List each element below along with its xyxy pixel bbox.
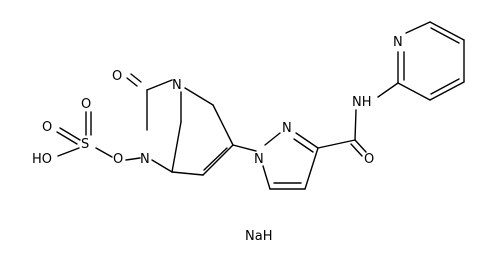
bond-c7-o-double-b xyxy=(130,73,142,83)
bond-c4-c3-pyr-double xyxy=(430,78,460,95)
bond-s-o-left-a xyxy=(59,127,81,141)
bond-c3pz-c4pz xyxy=(304,147,319,190)
atom-o-carbonyl: O xyxy=(112,69,122,84)
bond-c3-n1pz xyxy=(232,144,257,152)
atom-n-bridge: N xyxy=(172,78,182,93)
atom-n-pyrazole-1: N xyxy=(254,152,264,167)
amide-group xyxy=(317,82,399,157)
sulfate-group xyxy=(56,111,141,161)
atom-s-sulfate: S xyxy=(81,137,89,152)
atom-ho-sulfate: HO xyxy=(32,152,52,167)
bond-s-o-left-b xyxy=(56,131,78,145)
atom-o-link: O xyxy=(113,152,123,167)
bicyclic-core xyxy=(126,73,234,176)
bond-c3-c2-pyr xyxy=(397,82,431,101)
bond-camide-nh xyxy=(354,109,357,141)
bond-c5pz-n1pz xyxy=(262,165,271,190)
bond-n6-o xyxy=(125,157,141,161)
atom-n-pyrazole-2: N xyxy=(282,121,292,136)
atom-o-sulfate-top: O xyxy=(81,97,91,112)
atom-labels: O N N O S O O HO N N O NH N NaH xyxy=(32,35,403,244)
bond-nh-cpyr xyxy=(377,82,399,98)
bond-c3pz-camide xyxy=(317,139,356,149)
bond-c4-c3-pyr xyxy=(429,81,465,101)
bond-camide-o-b xyxy=(350,143,363,157)
bond-n1-c2 xyxy=(184,87,214,106)
atom-n-pyridine: N xyxy=(393,35,403,50)
atom-n-hydroxylamine: N xyxy=(140,152,150,167)
bond-camide-o-a xyxy=(354,139,367,153)
bond-n2pz-c3pz xyxy=(295,132,319,149)
bond-n2pz-c3pz-double xyxy=(293,138,314,153)
bond-c7-n1 xyxy=(146,79,173,91)
bond-c6-c5-pyr xyxy=(429,21,465,41)
bond-c3-c4-double xyxy=(203,147,228,171)
bond-c6-c5-pyr-double xyxy=(430,27,460,44)
bond-c4-c5 xyxy=(171,171,204,176)
bond-o-s xyxy=(95,147,113,158)
bond-c3-c4 xyxy=(202,144,234,176)
atom-nh-amide: NH xyxy=(352,95,372,110)
bond-n1pz-n2pz xyxy=(264,132,281,146)
atom-o-sulfate-left: O xyxy=(42,120,52,135)
bond-c8-c5 xyxy=(171,121,182,173)
bond-n-c6-pyr xyxy=(405,21,431,34)
bond-c7-o-double-a xyxy=(126,77,138,87)
bond-c5-n6 xyxy=(151,159,173,173)
bond-s-ho xyxy=(57,147,80,157)
counterion-label: NaH xyxy=(245,229,272,244)
pyridine-ring xyxy=(397,21,465,101)
bond-c2-c3 xyxy=(212,104,234,146)
pyrazole-ring xyxy=(232,132,319,190)
atom-o-amide: O xyxy=(364,152,374,167)
